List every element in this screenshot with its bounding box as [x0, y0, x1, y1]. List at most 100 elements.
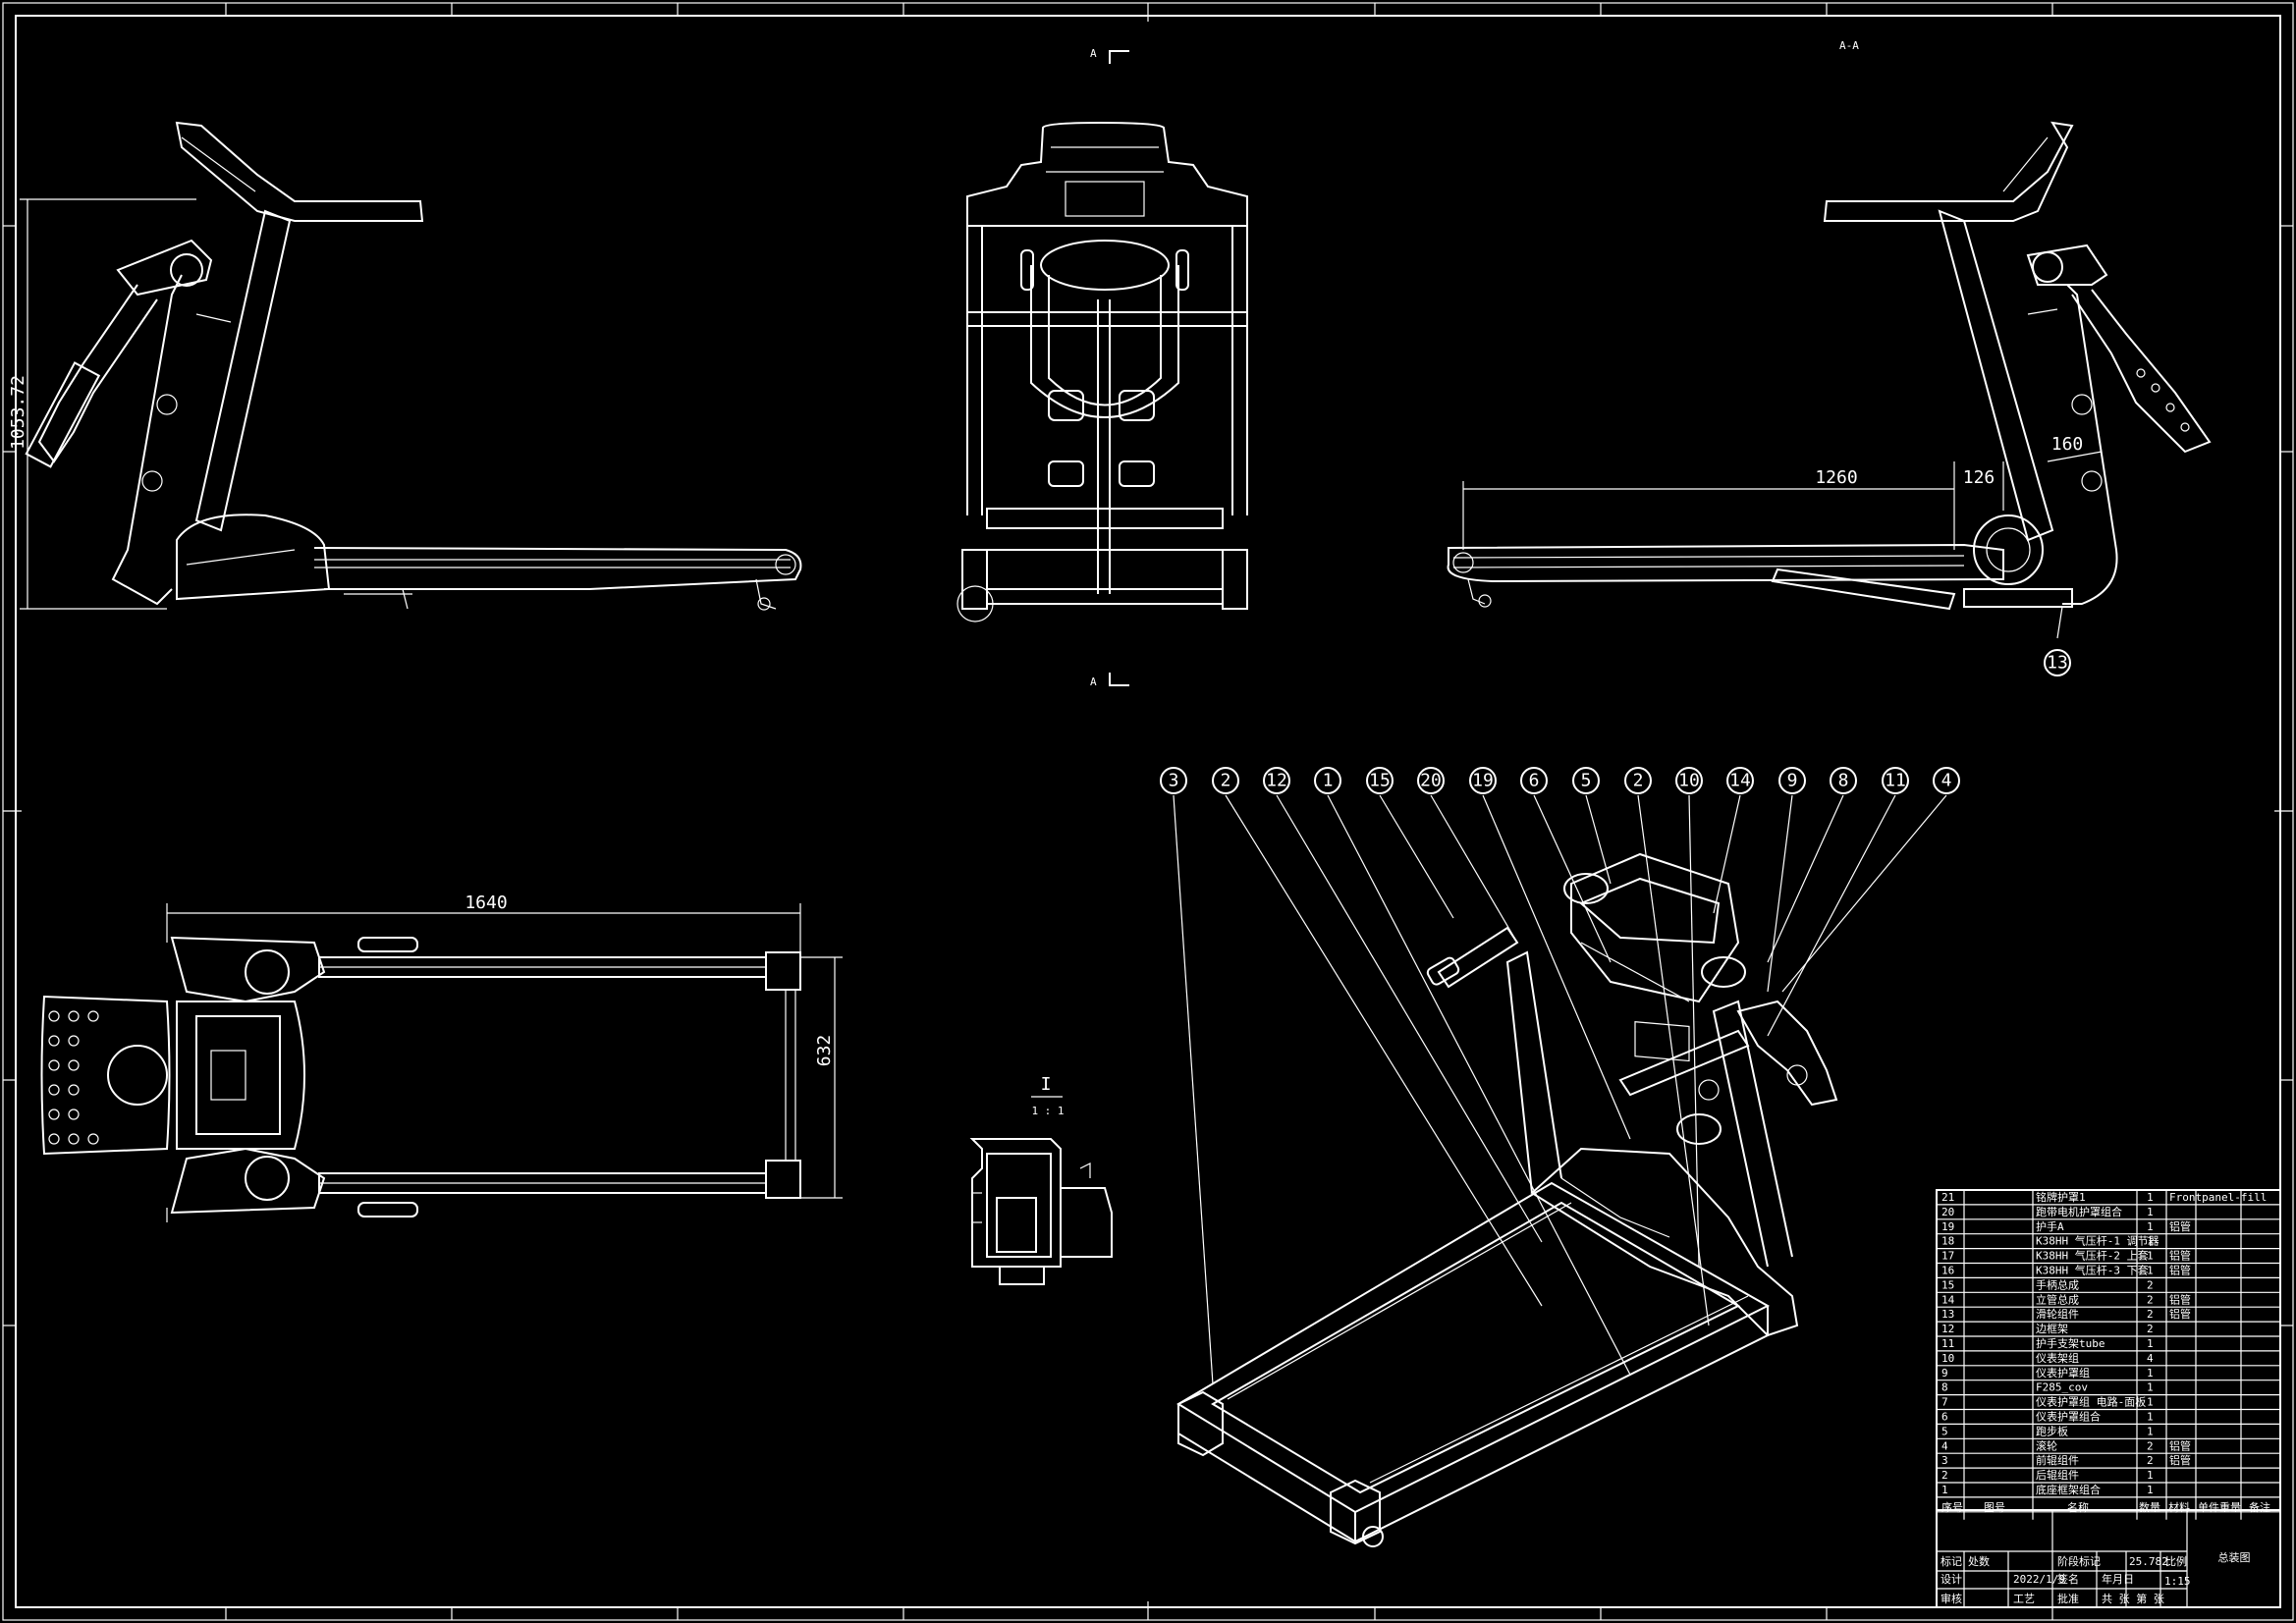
tb-count: 处数 [1968, 1555, 1990, 1568]
bom-row-no: 12 [1941, 1323, 1954, 1335]
bom-row-name: 立管总成 [2036, 1292, 2079, 1306]
svg-text:12: 12 [1266, 771, 1287, 791]
bom-row-qty: 1 [2147, 1337, 2154, 1350]
bom-row-name: 仪表护罩组 电路-面板 [2036, 1395, 2146, 1409]
bom-row-name: 后辊组件 [2036, 1468, 2079, 1482]
bom-row-qty: 1 [2147, 1220, 2154, 1233]
dim-632: 632 [814, 1035, 835, 1067]
svg-text:20: 20 [1420, 771, 1442, 791]
bom-row-name: 护手支架tube [2036, 1336, 2105, 1350]
bom-row-qty: 1 [2147, 1206, 2154, 1218]
bom-row-no: 14 [1941, 1293, 1955, 1306]
bom-row-material: 铝管 [2169, 1292, 2191, 1306]
svg-text:14: 14 [1729, 771, 1751, 791]
isometric-view: 3 2 12 1 15 20 19 6 5 2 10 14 9 8 11 4 [1160, 767, 1960, 1547]
svg-text:5: 5 [1581, 771, 1592, 791]
bom-row-no: 5 [1941, 1425, 1948, 1437]
bom-row-qty: 1 [2147, 1469, 2154, 1482]
svg-text:13: 13 [2047, 653, 2068, 674]
bom-header-code: 图号 [1984, 1501, 2005, 1514]
bom-row-qty: 2 [2147, 1278, 2154, 1291]
bom-row-name: 手柄总成 [2036, 1277, 2079, 1291]
bom-row-qty: 1 [2147, 1396, 2154, 1409]
bom-row-qty: 1 [2147, 1235, 2154, 1248]
front-view: A A [957, 47, 1248, 688]
tb-weight: 25.782 [2129, 1555, 2168, 1568]
bom-row-no: 18 [1941, 1235, 1954, 1248]
bom-row-name: 滚轮 [2036, 1438, 2057, 1452]
bom-row-no: 10 [1941, 1352, 1954, 1365]
svg-text:15: 15 [1369, 771, 1391, 791]
bom-row-material: 铝管 [2169, 1249, 2191, 1263]
dim-height: 1053.72 [8, 375, 28, 450]
bom-row-no: 13 [1941, 1308, 1954, 1321]
bom-row-qty: 2 [2147, 1454, 2154, 1467]
bom-header-note: 备注 [2249, 1500, 2270, 1514]
bom-row-qty: 1 [2147, 1250, 2154, 1263]
bom-row-no: 17 [1941, 1250, 1954, 1263]
bom-row-name: F285_cov [2036, 1381, 2088, 1394]
svg-text:2: 2 [1221, 771, 1231, 791]
svg-text:2: 2 [1633, 771, 1644, 791]
top-view: 1640 632 [40, 893, 843, 1222]
bom-row-qty: 1 [2147, 1367, 2154, 1380]
dim-160: 160 [2051, 434, 2084, 455]
drawing-name: 总装图 [2218, 1550, 2251, 1564]
dim-126: 126 [1963, 467, 1995, 488]
side-view-left: 1053.72 [8, 121, 802, 611]
bom-row-no: 1 [1941, 1484, 1948, 1496]
bom-row-qty: 2 [2147, 1323, 2154, 1335]
tb-date: 2022/1/9 [2013, 1573, 2065, 1586]
balloon-13 [2044, 649, 2071, 676]
tb-design: 设计 [1941, 1573, 1962, 1586]
bom-row-qty: 1 [2147, 1265, 2154, 1277]
svg-text:19: 19 [1472, 771, 1494, 791]
bom-row-qty: 2 [2147, 1439, 2154, 1452]
bom-row-no: 2 [1941, 1469, 1948, 1482]
tb-ymd: 年月日 [2102, 1572, 2134, 1586]
tb-scale: 1:15 [2164, 1575, 2191, 1588]
bom-row-name: 仪表架组 [2036, 1351, 2079, 1365]
detail-number: I [1041, 1074, 1052, 1095]
bom-row-no: 16 [1941, 1265, 1954, 1277]
bom-row-no: 20 [1941, 1206, 1954, 1218]
bom-row-name: 前辊组件 [2036, 1453, 2079, 1467]
bom-row-no: 19 [1941, 1220, 1954, 1233]
dim-1640: 1640 [465, 893, 507, 913]
bom-row-no: 6 [1941, 1411, 1948, 1424]
bom-row-no: 21 [1941, 1191, 1954, 1204]
title-block: 总装图 标记 处数 设计 2022/1/9 阶段标记 25.782 比例 1:1… [1936, 1509, 2281, 1608]
bom-row-no: 8 [1941, 1381, 1948, 1394]
bom-row-material: 铝管 [2169, 1264, 2191, 1277]
balloons: 3 2 12 1 15 20 19 6 5 2 10 14 9 8 11 4 [1160, 767, 1960, 794]
svg-text:8: 8 [1838, 771, 1849, 791]
tb-process: 工艺 [2013, 1593, 2035, 1605]
bom-row-no: 11 [1941, 1337, 1954, 1350]
bom-row-no: 15 [1941, 1278, 1954, 1291]
tb-sign: 签名 [2057, 1572, 2079, 1586]
bom-row-material: Frontpanel-fill [2169, 1191, 2267, 1204]
bom-header-name: 名称 [2067, 1500, 2089, 1514]
bom-row-no: 9 [1941, 1367, 1948, 1380]
bom-row-qty: 4 [2147, 1352, 2154, 1365]
bom-row-no: 7 [1941, 1396, 1948, 1409]
tb-scale-label: 比例 [2165, 1554, 2187, 1568]
bom-row-no: 4 [1941, 1439, 1948, 1452]
bom-row-name: K38HH 气压杆-2 上套 [2036, 1249, 2149, 1263]
detail-view-i: I 1 : 1 [969, 1074, 1113, 1285]
svg-text:9: 9 [1787, 771, 1798, 791]
svg-text:10: 10 [1678, 771, 1700, 791]
bom-header-weight: 单件重量 [2198, 1500, 2241, 1514]
bom-row-name: 护手A [2036, 1219, 2064, 1233]
tb-approve: 批准 [2057, 1592, 2079, 1605]
section-view-label: A-A [1839, 39, 1859, 52]
dim-1260: 1260 [1815, 467, 1857, 488]
bom-row-no: 3 [1941, 1454, 1948, 1467]
section-marker-bottom: A [1090, 676, 1097, 688]
bom-row-qty: 1 [2147, 1484, 2154, 1496]
svg-text:1: 1 [1323, 771, 1334, 791]
bom-row-name: 底座框架组合 [2036, 1483, 2101, 1496]
